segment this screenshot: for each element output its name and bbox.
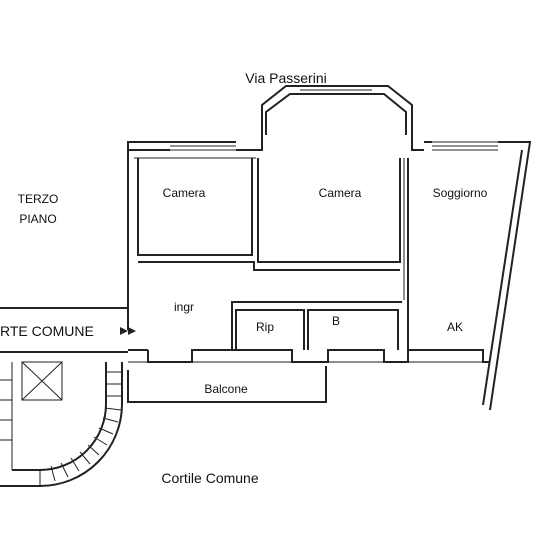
entrance-arrow	[120, 327, 136, 335]
room-balcone: Balcone	[204, 382, 248, 396]
wall-bottom	[128, 349, 490, 363]
room-bagno: B	[331, 314, 341, 328]
stair-treads	[39, 371, 122, 485]
room-camera-left: Camera	[162, 186, 206, 200]
balcony-outline	[127, 366, 327, 403]
window-bay	[300, 85, 372, 95]
stair-steps-left	[0, 362, 13, 470]
floor-label-line2: PIANO	[19, 212, 57, 226]
room-angolo-cottura: AK	[446, 320, 464, 334]
room-camera-center: Camera	[318, 186, 362, 200]
room-ingresso: ingr	[173, 300, 195, 314]
common-corridor	[0, 307, 128, 353]
wall-camera-left	[137, 158, 253, 256]
wall-bay-inner	[265, 93, 407, 135]
street-label: Via Passerini	[245, 70, 327, 86]
wall-camera-center	[257, 158, 401, 263]
wall-top-right	[424, 141, 532, 411]
stair-inner	[12, 362, 107, 471]
shared-area-label: RTE COMUNE	[0, 323, 94, 339]
wall-bay-window	[255, 85, 424, 151]
wall-corridor	[138, 261, 400, 271]
stair-landing	[21, 361, 63, 401]
stair-outer	[0, 362, 123, 487]
room-ripostiglio: Rip	[255, 320, 275, 334]
wall-right-inner	[482, 149, 523, 406]
courtyard-label: Cortile Comune	[161, 470, 259, 486]
room-soggiorno: Soggiorno	[432, 186, 488, 200]
window-top-right	[432, 141, 498, 151]
window-top-left	[170, 141, 236, 151]
floor-label-line1: TERZO	[17, 192, 59, 206]
wall-rip-b	[231, 301, 402, 350]
